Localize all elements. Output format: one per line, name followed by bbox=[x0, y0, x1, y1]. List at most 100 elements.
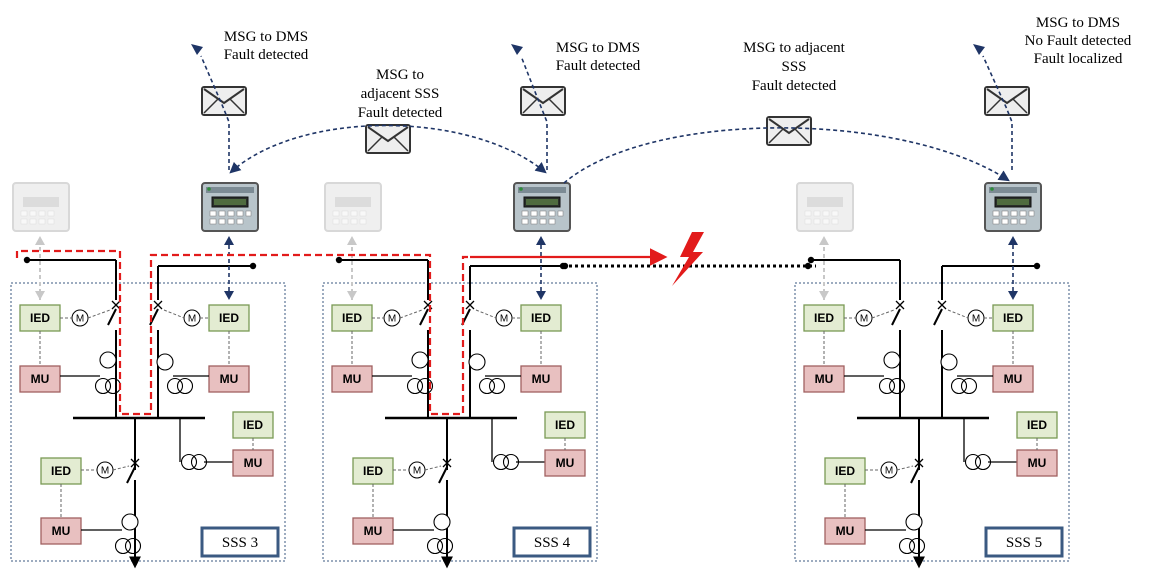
breaker-switch-icon bbox=[933, 300, 947, 326]
mu-block: MU bbox=[331, 365, 373, 393]
motor-breaker-link bbox=[112, 465, 130, 471]
motor-breaker-link bbox=[424, 465, 442, 471]
current-transformer-icon bbox=[940, 353, 958, 371]
mu-block-label: MU bbox=[556, 456, 575, 470]
ied-block-box bbox=[992, 304, 1034, 332]
ied-block-label: IED bbox=[531, 311, 551, 325]
breaker-cross bbox=[465, 300, 475, 310]
message-line: Fault detected bbox=[358, 105, 443, 121]
sss-frame bbox=[322, 282, 598, 562]
transformer-icon bbox=[950, 377, 978, 395]
mu-block-box bbox=[40, 517, 82, 545]
transformer-icon bbox=[964, 453, 992, 471]
rtu-controller-icon bbox=[984, 182, 1042, 232]
breaker-switch-icon bbox=[149, 300, 163, 326]
ied-block: IED bbox=[19, 304, 61, 332]
msg-to-dms-arrow bbox=[982, 55, 1013, 170]
current-transformer-icon bbox=[468, 353, 486, 371]
rtu-controller-icon bbox=[201, 182, 259, 232]
mu-block: MU bbox=[824, 517, 866, 545]
transformer-icon bbox=[898, 537, 926, 555]
message-line: MSG to DMS bbox=[224, 29, 308, 45]
breaker-cross bbox=[153, 300, 163, 310]
motor-label: M bbox=[101, 466, 109, 477]
breaker-switch-icon bbox=[891, 300, 905, 326]
motor-label: M bbox=[388, 314, 396, 325]
current-transformer-icon bbox=[121, 513, 139, 531]
mu-block-label: MU bbox=[31, 372, 50, 386]
comm-arrowhead-up bbox=[224, 236, 234, 245]
mu-block-box bbox=[208, 365, 250, 393]
ied-block-label: IED bbox=[363, 464, 383, 478]
msg-to-dms-arrow bbox=[520, 55, 548, 170]
message-line: No Fault detected bbox=[1025, 33, 1132, 49]
mu-block-label: MU bbox=[343, 372, 362, 386]
breaker-cross bbox=[442, 458, 452, 468]
motor-breaker-link bbox=[399, 309, 423, 319]
bus-node bbox=[807, 256, 815, 264]
inactive-arrowhead-up bbox=[347, 236, 357, 245]
motor-breaker-link bbox=[87, 309, 111, 319]
mu-block-label: MU bbox=[244, 456, 263, 470]
ied-block-label: IED bbox=[243, 418, 263, 432]
transformer-icon bbox=[426, 537, 454, 555]
breaker-blade bbox=[419, 308, 429, 326]
current-transformer-icon bbox=[411, 351, 429, 369]
motor-icon: M bbox=[71, 309, 89, 327]
current-transformer-icon bbox=[433, 513, 451, 531]
mu-block-box bbox=[992, 365, 1034, 393]
breaker-switch-icon bbox=[910, 458, 924, 484]
rtu-controller-icon bbox=[513, 182, 571, 232]
bus-node bbox=[559, 262, 567, 270]
inactive-arrowhead-up bbox=[819, 236, 829, 245]
ied-block: IED bbox=[1016, 411, 1058, 439]
motor-label: M bbox=[188, 314, 196, 325]
motor-icon: M bbox=[967, 309, 985, 327]
sss-label-box: SSS 4 bbox=[512, 526, 592, 558]
transformer-icon bbox=[114, 537, 142, 555]
inactive-arrowhead-down bbox=[819, 291, 829, 300]
ied-block: IED bbox=[232, 411, 274, 439]
sss-frame bbox=[794, 282, 1070, 562]
sss-label-frame bbox=[512, 526, 592, 558]
motor-breaker-link bbox=[896, 465, 914, 471]
transformer-winding bbox=[888, 377, 906, 395]
comm-arrowhead-up bbox=[1008, 236, 1018, 245]
ied-block-label: IED bbox=[1027, 418, 1047, 432]
transformer-icon bbox=[180, 453, 208, 471]
message-line: SSS bbox=[781, 59, 806, 75]
breaker-blade bbox=[107, 308, 117, 326]
transformer-icon bbox=[406, 377, 434, 395]
ied-block-label: IED bbox=[51, 464, 71, 478]
mu-block: MU bbox=[992, 365, 1034, 393]
sss-label: SSS 3 bbox=[222, 535, 258, 551]
comm-arrowhead-up bbox=[536, 236, 546, 245]
transformer-icon bbox=[878, 377, 906, 395]
ied-block: IED bbox=[331, 304, 373, 332]
bus-node bbox=[1033, 262, 1041, 270]
msg-arrowhead bbox=[191, 44, 203, 55]
transformer-winding bbox=[960, 377, 978, 395]
breaker-cross bbox=[937, 300, 947, 310]
ied-block: IED bbox=[40, 457, 82, 485]
message-line: MSG to bbox=[376, 67, 424, 83]
breaker-switch-icon bbox=[438, 458, 452, 484]
mu-block: MU bbox=[40, 517, 82, 545]
ied-block: IED bbox=[824, 457, 866, 485]
mu-block-label: MU bbox=[815, 372, 834, 386]
inactive-arrowhead-up bbox=[35, 236, 45, 245]
motor-icon: M bbox=[96, 461, 114, 479]
breaker-blade bbox=[910, 466, 920, 484]
breaker-blade bbox=[126, 466, 136, 484]
mu-block-box bbox=[803, 365, 845, 393]
ied-block-box bbox=[19, 304, 61, 332]
motor-icon: M bbox=[855, 309, 873, 327]
breaker-blade bbox=[933, 308, 943, 326]
mu-block-label: MU bbox=[220, 372, 239, 386]
ied-block: IED bbox=[803, 304, 845, 332]
sss-label-frame bbox=[984, 526, 1064, 558]
breaker-cross bbox=[111, 300, 121, 310]
envelope-icon bbox=[201, 86, 247, 116]
